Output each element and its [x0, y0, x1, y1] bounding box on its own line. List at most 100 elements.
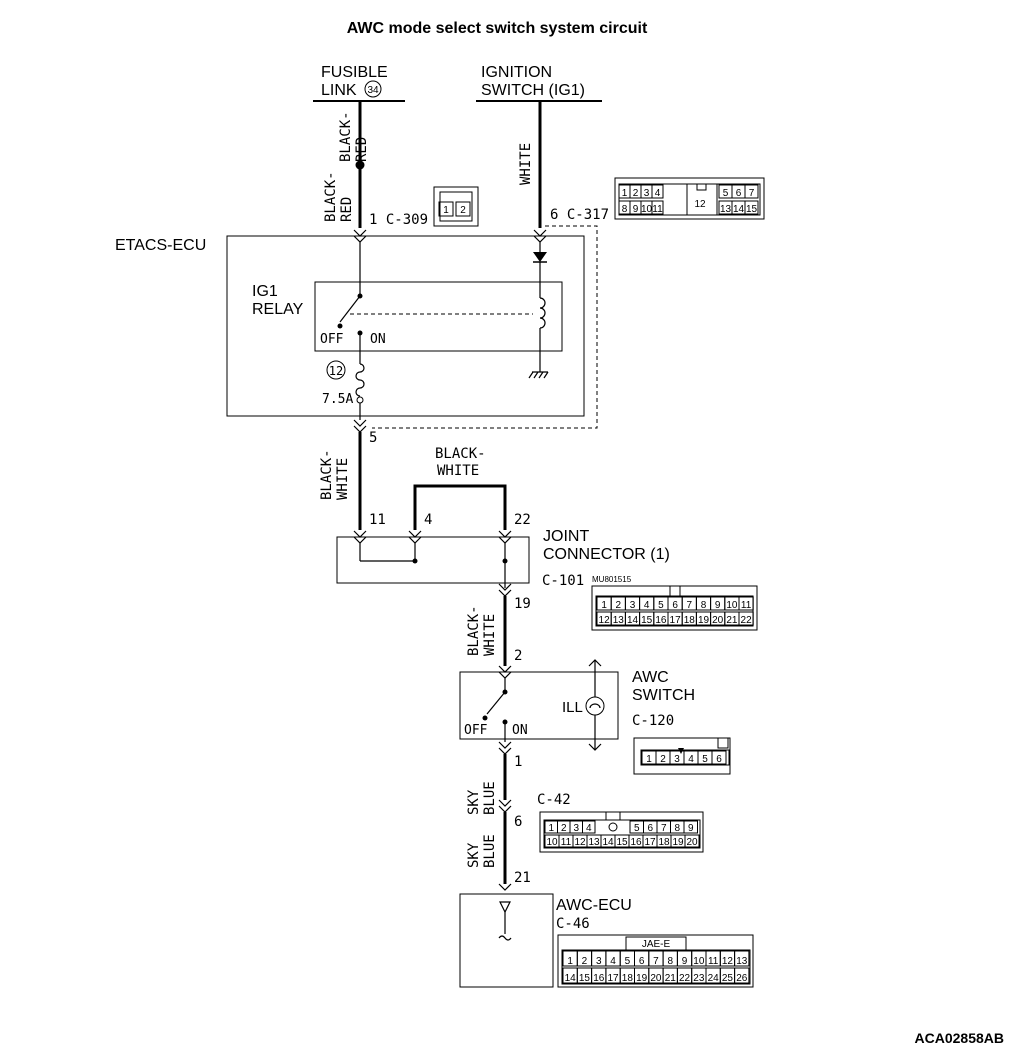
wire-color-black-white-right: BLACK- — [466, 605, 482, 656]
pin-jc-22: 22 — [514, 512, 531, 528]
relay-coil-icon — [539, 297, 546, 329]
pin-sw-2: 2 — [514, 648, 522, 664]
ig1-relay: IG1 RELAY OFF ON — [252, 242, 563, 379]
c42-pin-label: 5 — [634, 823, 640, 834]
c317-pin-label: 11 — [652, 204, 663, 215]
c46-pin-label: 13 — [736, 956, 748, 967]
svg-text:CONNECTOR (1): CONNECTOR (1) — [543, 546, 670, 563]
c42-pin-label: 18 — [658, 837, 670, 848]
awc-switch: OFF ON ILL AWC SWITCH C-120 — [459, 659, 695, 751]
c42-cell — [684, 834, 700, 848]
c317-pin-label: 9 — [633, 204, 639, 215]
c101-pin-label: 14 — [627, 615, 639, 626]
pin-c309: 1 C-309 — [369, 212, 428, 228]
c101-pin-label: 21 — [726, 615, 738, 626]
c101-pin-label: 16 — [655, 615, 667, 626]
wire-color-sky-blue-upper: SKY — [466, 789, 482, 815]
c46-pin-label: 19 — [636, 973, 648, 984]
svg-text:12: 12 — [694, 199, 706, 210]
c42-pin-label: 6 — [647, 823, 653, 834]
c101-pin-label: 19 — [698, 615, 710, 626]
svg-text:BLUE: BLUE — [482, 781, 498, 815]
svg-text:FUSIBLE: FUSIBLE — [321, 64, 388, 81]
joint-connector-part: MU801515 — [592, 575, 632, 584]
ignition-switch-label: IGNITION SWITCH (IG1) — [476, 64, 602, 102]
svg-text:IG1: IG1 — [252, 283, 278, 300]
c46-pin-label: 8 — [667, 956, 673, 967]
wire-color-sky-blue-lower: SKY — [466, 842, 482, 868]
c101-cell — [738, 611, 754, 626]
c317-pin-label: 13 — [720, 204, 732, 215]
c42-pin-label: 17 — [644, 837, 656, 848]
c101-pin-label: 12 — [599, 615, 611, 626]
c42-pin-label: 3 — [573, 823, 579, 834]
c42-pin-label: 7 — [661, 823, 667, 834]
c101-pin-label: 22 — [741, 615, 753, 626]
ground-icon — [528, 371, 549, 379]
c120-cell — [711, 750, 727, 765]
c42-pin-label: 9 — [688, 823, 694, 834]
fuse-12: 12 7.5A — [322, 333, 365, 420]
connector-c42 — [539, 811, 704, 853]
jae-label: JAE-E — [642, 939, 671, 950]
c46-pin-label: 3 — [596, 956, 602, 967]
c101-pin-label: 3 — [630, 600, 636, 611]
relay-on-label: ON — [370, 332, 386, 347]
fusible-link-number: 34 — [367, 85, 379, 96]
c42-pin-label: 19 — [672, 837, 684, 848]
c46-pin-label: 5 — [625, 956, 631, 967]
c101-pin-label: 5 — [658, 600, 664, 611]
c46-pin-label: 9 — [682, 956, 688, 967]
svg-text:AWC: AWC — [632, 669, 669, 686]
illumination-lamp-icon — [585, 696, 605, 716]
c46-pin-label: 21 — [665, 973, 677, 984]
c101-pin-label: 18 — [684, 615, 696, 626]
illumination-label: ILL — [562, 699, 583, 716]
c46-pin-label: 4 — [610, 956, 616, 967]
diode-icon — [533, 252, 547, 262]
c46-pin-label: 18 — [622, 973, 634, 984]
c101-pin-label: 1 — [601, 600, 607, 611]
c46-pin-label: 14 — [565, 973, 577, 984]
c101-pin-label: 17 — [670, 615, 682, 626]
svg-text:WHITE: WHITE — [437, 463, 479, 479]
wire-joint-loop — [413, 484, 507, 530]
c42-pin-label: 8 — [674, 823, 680, 834]
connector-c101 — [591, 585, 758, 631]
diagram-title: AWC mode select switch system circuit — [347, 20, 648, 37]
c317-pin-label: 2 — [633, 188, 639, 199]
c46-pin-label: 22 — [679, 973, 691, 984]
svg-text:ON: ON — [512, 723, 528, 738]
wire-color-white: WHITE — [518, 143, 534, 185]
c317-pin-label: 7 — [749, 188, 755, 199]
c46-pin-label: 17 — [607, 973, 619, 984]
c101-pin-label: 6 — [672, 600, 678, 611]
svg-text:OFF: OFF — [464, 723, 488, 738]
svg-text:BLUE: BLUE — [482, 834, 498, 868]
c42-cell — [683, 820, 698, 834]
c42-pin-label: 10 — [546, 837, 558, 848]
c101-pin-label: 9 — [715, 600, 721, 611]
c46-pin-label: 11 — [708, 956, 719, 967]
c42-pin-label: 11 — [561, 837, 572, 848]
etacs-ecu-label: ETACS-ECU — [115, 237, 206, 254]
c46-pin-label: 16 — [593, 973, 605, 984]
c120-pin-label: 2 — [660, 754, 666, 765]
etacs-shield-dashed — [372, 225, 598, 429]
c42-pin-label: 16 — [630, 837, 642, 848]
c101-pin-label: 2 — [616, 600, 622, 611]
c46-pin-label: 24 — [708, 973, 720, 984]
wire-ignition: WHITE — [518, 101, 542, 228]
connector-c309: 1 2 — [433, 186, 479, 227]
svg-text:AWC-ECU: AWC-ECU — [556, 897, 632, 914]
c101-cell — [738, 596, 754, 611]
c46-pin-label: 12 — [722, 956, 734, 967]
wire-color-black-red-upper: BLACK- — [338, 111, 354, 162]
document-code: ACA02858AB — [915, 1030, 1004, 1046]
svg-text:SWITCH (IG1): SWITCH (IG1) — [481, 82, 585, 99]
c101-pin-label: 10 — [726, 600, 738, 611]
fuse-rating: 7.5A — [322, 392, 353, 407]
c42-pin-label: 12 — [574, 837, 586, 848]
connector-c317: 12 — [614, 177, 765, 220]
